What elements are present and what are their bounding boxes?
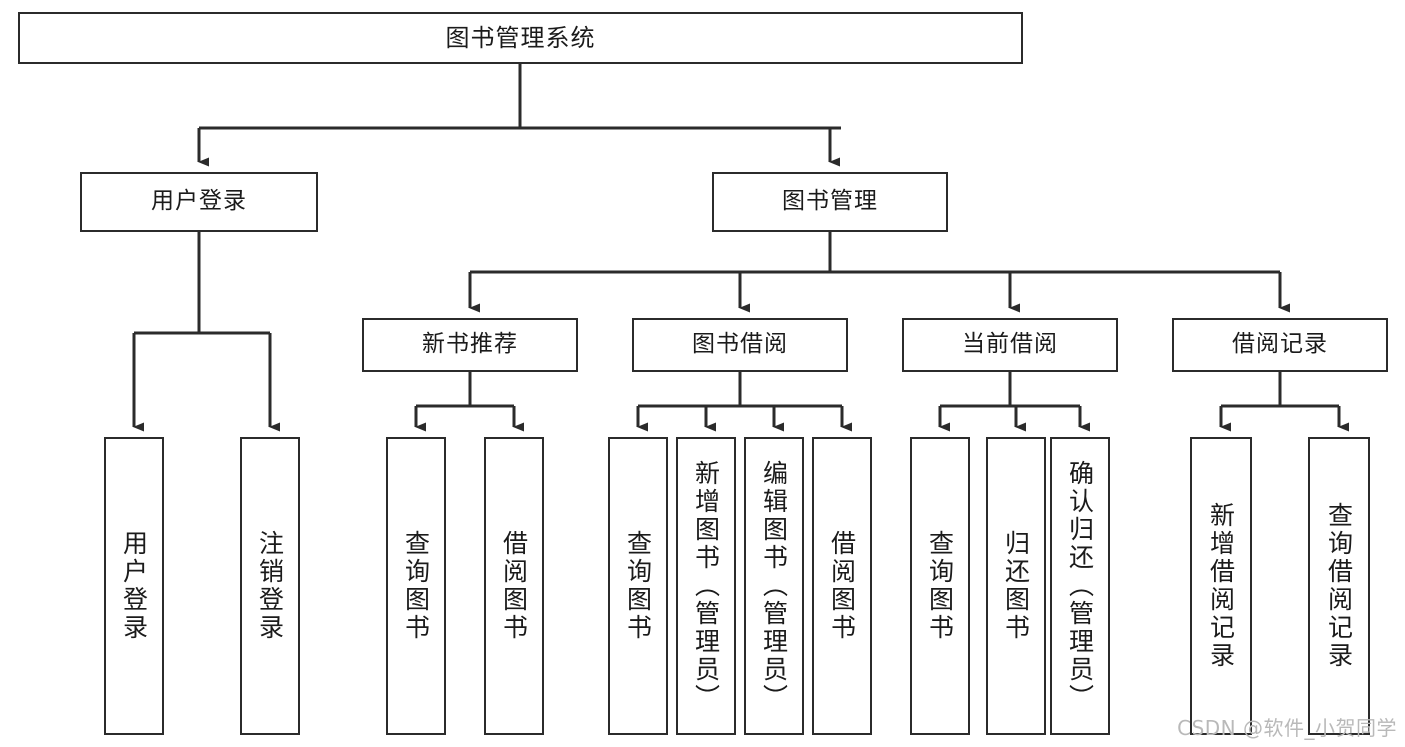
- node-leaf-return-book-label: 归还图书: [1001, 530, 1031, 642]
- node-leaf-borrow-book-2-label: 借阅图书: [827, 530, 857, 642]
- node-leaf-edit-book[interactable]: 编辑图书（管理员）: [744, 437, 804, 735]
- node-leaf-query-record[interactable]: 查询借阅记录: [1308, 437, 1370, 735]
- node-leaf-query-book-2-label: 查询图书: [623, 530, 653, 642]
- node-leaf-user-logout[interactable]: 注销登录: [240, 437, 300, 735]
- node-current-borrow-label: 当前借阅: [962, 331, 1058, 358]
- node-leaf-add-record[interactable]: 新增借阅记录: [1190, 437, 1252, 735]
- node-user-login[interactable]: 用户登录: [80, 172, 318, 232]
- node-leaf-add-book[interactable]: 新增图书（管理员）: [676, 437, 736, 735]
- node-leaf-edit-book-label: 编辑图书（管理员）: [759, 460, 789, 712]
- node-leaf-add-book-label: 新增图书（管理员）: [691, 460, 721, 712]
- node-borrow-record-label: 借阅记录: [1232, 331, 1328, 358]
- node-leaf-query-book-3[interactable]: 查询图书: [910, 437, 970, 735]
- node-leaf-user-login-label: 用户登录: [119, 530, 149, 642]
- node-new-book-rec-label: 新书推荐: [422, 331, 518, 358]
- node-new-book-rec[interactable]: 新书推荐: [362, 318, 578, 372]
- node-book-manage-label: 图书管理: [782, 188, 878, 215]
- node-leaf-add-record-label: 新增借阅记录: [1206, 502, 1236, 670]
- node-book-borrow[interactable]: 图书借阅: [632, 318, 848, 372]
- node-book-manage[interactable]: 图书管理: [712, 172, 948, 232]
- edges: [132, 64, 1349, 432]
- node-leaf-query-book-1-label: 查询图书: [401, 530, 431, 642]
- node-leaf-borrow-book-1[interactable]: 借阅图书: [484, 437, 544, 735]
- node-leaf-user-login[interactable]: 用户登录: [104, 437, 164, 735]
- node-leaf-query-book-2[interactable]: 查询图书: [608, 437, 668, 735]
- node-leaf-borrow-book-2[interactable]: 借阅图书: [812, 437, 872, 735]
- node-root[interactable]: 图书管理系统: [18, 12, 1023, 64]
- node-current-borrow[interactable]: 当前借阅: [902, 318, 1118, 372]
- node-leaf-query-record-label: 查询借阅记录: [1324, 502, 1354, 670]
- node-leaf-query-book-1[interactable]: 查询图书: [386, 437, 446, 735]
- node-leaf-user-logout-label: 注销登录: [255, 530, 285, 642]
- node-leaf-borrow-book-1-label: 借阅图书: [499, 530, 529, 642]
- node-leaf-query-book-3-label: 查询图书: [925, 530, 955, 642]
- node-user-login-label: 用户登录: [151, 188, 247, 215]
- node-borrow-record[interactable]: 借阅记录: [1172, 318, 1388, 372]
- node-leaf-confirm-return[interactable]: 确认归还（管理员）: [1050, 437, 1110, 735]
- node-leaf-confirm-return-label: 确认归还（管理员）: [1065, 460, 1095, 712]
- node-root-label: 图书管理系统: [445, 23, 596, 52]
- node-leaf-return-book[interactable]: 归还图书: [986, 437, 1046, 735]
- node-book-borrow-label: 图书借阅: [692, 331, 788, 358]
